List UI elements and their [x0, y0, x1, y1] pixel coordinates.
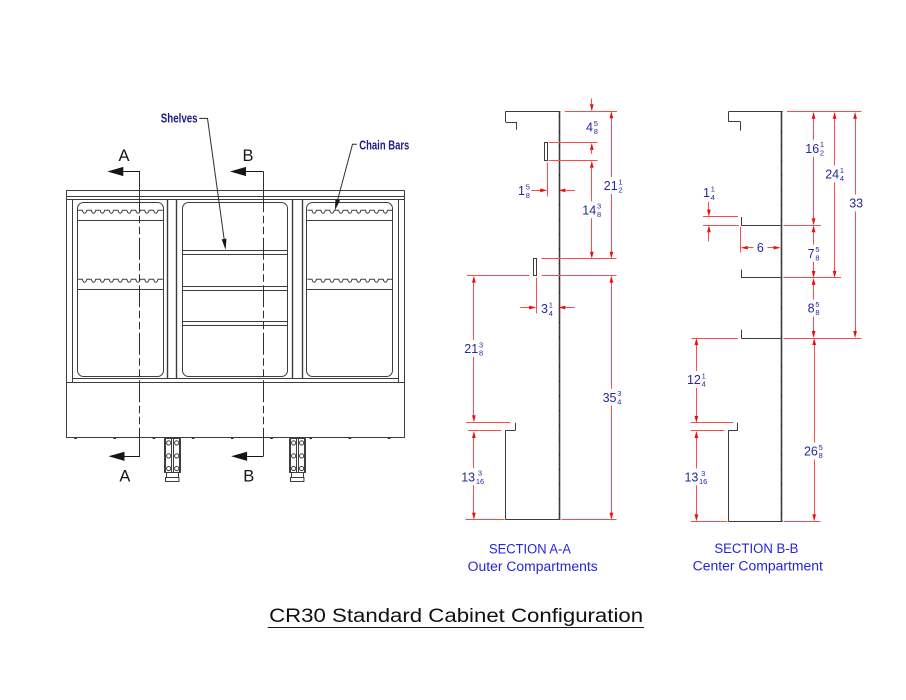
svg-text:1: 1 [702, 371, 706, 380]
svg-text:SECTION A-A: SECTION A-A [489, 542, 571, 557]
svg-text:Shelves: Shelves [161, 112, 198, 126]
svg-text:CR30 Standard Cabinet Configur: CR30 Standard Cabinet Configuration [269, 606, 643, 627]
svg-text:35: 35 [603, 391, 617, 405]
svg-text:5: 5 [526, 183, 530, 192]
svg-text:1: 1 [711, 185, 715, 194]
svg-text:5: 5 [815, 300, 819, 309]
svg-text:7: 7 [808, 247, 815, 261]
svg-text:8: 8 [597, 210, 601, 219]
svg-text:2: 2 [820, 149, 824, 158]
svg-text:8: 8 [819, 451, 823, 460]
svg-text:3: 3 [617, 389, 621, 398]
svg-text:2: 2 [618, 186, 622, 195]
svg-text:B: B [243, 468, 254, 486]
svg-text:1: 1 [703, 186, 710, 200]
svg-text:B: B [242, 147, 253, 165]
svg-text:6: 6 [757, 241, 764, 255]
svg-text:5: 5 [815, 245, 819, 254]
svg-text:SECTION B-B: SECTION B-B [714, 541, 798, 556]
svg-text:21: 21 [604, 179, 618, 193]
svg-text:A: A [119, 468, 130, 486]
svg-text:3: 3 [479, 340, 483, 349]
svg-text:16: 16 [699, 477, 707, 486]
svg-text:3: 3 [701, 469, 705, 478]
svg-text:1: 1 [518, 184, 525, 198]
svg-text:3: 3 [478, 469, 482, 478]
svg-text:3: 3 [541, 302, 548, 316]
svg-text:16: 16 [476, 477, 484, 486]
svg-text:Outer Compartments: Outer Compartments [468, 559, 598, 574]
svg-text:1: 1 [820, 140, 824, 149]
svg-text:8: 8 [815, 308, 819, 317]
svg-text:26: 26 [804, 445, 818, 459]
svg-text:8: 8 [815, 253, 819, 262]
svg-text:3: 3 [597, 202, 601, 211]
svg-text:4: 4 [586, 121, 593, 135]
svg-text:Center Compartment: Center Compartment [693, 559, 824, 574]
svg-text:8: 8 [526, 191, 530, 200]
svg-text:A: A [118, 147, 129, 165]
svg-text:13: 13 [684, 471, 698, 485]
svg-text:4: 4 [702, 380, 706, 389]
svg-text:33: 33 [849, 197, 863, 211]
svg-text:24: 24 [825, 168, 839, 182]
svg-text:Chain Bars: Chain Bars [359, 138, 409, 152]
svg-text:4: 4 [840, 174, 844, 183]
svg-text:4: 4 [549, 309, 553, 318]
svg-text:14: 14 [582, 203, 596, 217]
svg-text:8: 8 [594, 127, 598, 136]
svg-text:21: 21 [464, 342, 478, 356]
svg-text:4: 4 [711, 193, 715, 202]
svg-text:8: 8 [808, 302, 815, 316]
svg-text:16: 16 [805, 142, 819, 156]
svg-text:5: 5 [819, 443, 823, 452]
svg-text:1: 1 [549, 301, 553, 310]
svg-text:13: 13 [461, 470, 475, 484]
svg-text:4: 4 [617, 398, 621, 407]
svg-text:12: 12 [687, 373, 701, 387]
svg-text:5: 5 [594, 119, 598, 128]
svg-text:1: 1 [618, 177, 622, 186]
svg-text:8: 8 [479, 349, 483, 358]
svg-text:1: 1 [840, 166, 844, 175]
